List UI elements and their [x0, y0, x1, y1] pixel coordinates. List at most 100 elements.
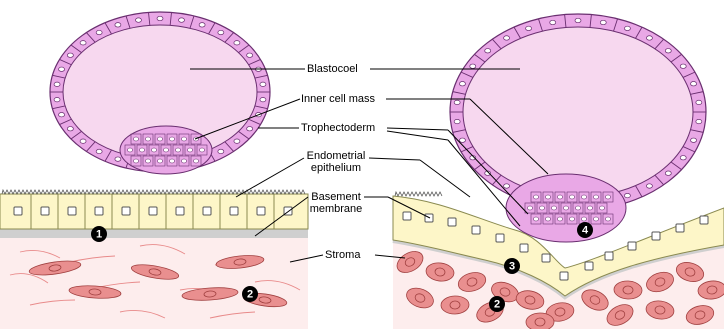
icm-nucleus — [139, 148, 144, 152]
trophectoderm-nucleus — [54, 82, 60, 86]
icm-nucleus — [157, 137, 162, 141]
leader-line — [387, 128, 448, 130]
icm-nucleus — [539, 206, 544, 210]
epithelial-cell-nucleus — [676, 224, 684, 232]
trophectoderm-nucleus — [157, 16, 163, 20]
epithelial-cell-nucleus — [520, 244, 528, 252]
icm-nucleus — [163, 148, 168, 152]
epithelial-cell-nucleus — [700, 216, 708, 224]
step-marker-label: 2 — [494, 299, 500, 311]
trophectoderm-nucleus — [600, 20, 606, 24]
trophectoderm-nucleus — [199, 23, 205, 27]
epithelial-cell-nucleus — [472, 226, 480, 234]
trophectoderm-nucleus — [696, 100, 702, 104]
trophectoderm-nucleus — [646, 36, 652, 40]
epithelial-cell-nucleus — [122, 207, 130, 215]
trophectoderm-nucleus — [624, 193, 630, 197]
trophectoderm-nucleus — [646, 184, 652, 188]
step-marker-2: 2 — [242, 286, 258, 302]
trophectoderm-nucleus — [454, 119, 460, 123]
icm-nucleus — [569, 217, 574, 221]
microvilli — [395, 192, 442, 196]
icm-nucleus — [581, 217, 586, 221]
icm-nucleus — [175, 148, 180, 152]
label-blastocoel: Blastocoel — [307, 63, 358, 75]
icm-nucleus — [145, 137, 150, 141]
trophectoderm-nucleus — [504, 36, 510, 40]
icm-nucleus — [133, 137, 138, 141]
epithelial-cell-nucleus — [257, 207, 265, 215]
trophectoderm-nucleus — [665, 171, 671, 175]
icm-nucleus — [151, 148, 156, 152]
epithelial-cell-nucleus — [14, 207, 22, 215]
epithelial-cell-nucleus — [448, 218, 456, 226]
trophectoderm-nucleus — [135, 18, 141, 22]
icm-nucleus — [133, 159, 138, 163]
icm-nucleus — [157, 159, 162, 163]
left-stroma — [0, 236, 308, 329]
step-marker-label: 2 — [247, 289, 253, 301]
trophectoderm-nucleus — [179, 18, 185, 22]
icm-nucleus — [181, 159, 186, 163]
icm-nucleus — [569, 195, 574, 199]
label-basement-line1: Basement — [309, 191, 363, 203]
trophectoderm-nucleus — [247, 127, 253, 131]
label-inner-cell-mass: Inner cell mass — [301, 93, 375, 105]
step-marker-3: 3 — [504, 258, 520, 274]
icm-nucleus — [187, 148, 192, 152]
step-marker-1: 1 — [91, 226, 107, 242]
epithelial-cell-nucleus — [542, 254, 550, 262]
left-uterine-tissue — [0, 190, 308, 329]
epithelial-cell-nucleus — [41, 207, 49, 215]
label-membrane-line2: membrane — [309, 203, 363, 215]
trophectoderm-nucleus — [470, 64, 476, 68]
epithelial-cell-nucleus — [403, 212, 411, 220]
icm-nucleus — [581, 195, 586, 199]
epithelial-cell-nucleus — [230, 207, 238, 215]
trophectoderm-nucleus — [54, 97, 60, 101]
icm-nucleus — [533, 217, 538, 221]
icm-nucleus — [545, 217, 550, 221]
icm-nucleus — [145, 159, 150, 163]
trophectoderm-nucleus — [67, 127, 73, 131]
trophectoderm-nucleus — [96, 30, 102, 34]
icm-nucleus — [563, 206, 568, 210]
leader-line — [369, 158, 420, 160]
icm-nucleus — [605, 195, 610, 199]
left-blastocyst — [50, 12, 270, 174]
epithelial-cell-nucleus — [95, 207, 103, 215]
icm-nucleus — [551, 206, 556, 210]
icm-nucleus — [127, 148, 132, 152]
icm-nucleus — [527, 206, 532, 210]
label-epithelium-line2: epithelium — [305, 162, 367, 174]
trophectoderm-nucleus — [691, 82, 697, 86]
trophectoderm-nucleus — [696, 119, 702, 123]
epithelial-cell-nucleus — [176, 207, 184, 215]
label-endometrial-epithelium: Endometrial epithelium — [305, 150, 367, 174]
epithelial-cell-nucleus — [560, 272, 568, 280]
icm-nucleus — [575, 206, 580, 210]
epithelial-cell-nucleus — [68, 207, 76, 215]
step-marker-label: 1 — [96, 229, 102, 241]
trophectoderm-nucleus — [80, 41, 86, 45]
epithelial-cell-nucleus — [149, 207, 157, 215]
epithelial-cell-nucleus — [496, 234, 504, 242]
icm-nucleus — [593, 217, 598, 221]
trophectoderm-nucleus — [454, 100, 460, 104]
trophectoderm-nucleus — [575, 18, 581, 22]
trophectoderm-nucleus — [624, 26, 630, 30]
epithelial-cell-nucleus — [652, 232, 660, 240]
icm-nucleus — [169, 137, 174, 141]
trophectoderm-nucleus — [550, 20, 556, 24]
icm-nucleus — [199, 148, 204, 152]
trophectoderm-nucleus — [67, 53, 73, 57]
trophectoderm-nucleus — [526, 26, 532, 30]
blastocoel-cavity — [463, 27, 693, 197]
trophectoderm-nucleus — [115, 157, 121, 161]
trophectoderm-nucleus — [459, 82, 465, 86]
leader-line — [387, 131, 448, 140]
icm-nucleus — [587, 206, 592, 210]
icm-nucleus — [605, 217, 610, 221]
trophectoderm-nucleus — [459, 138, 465, 142]
